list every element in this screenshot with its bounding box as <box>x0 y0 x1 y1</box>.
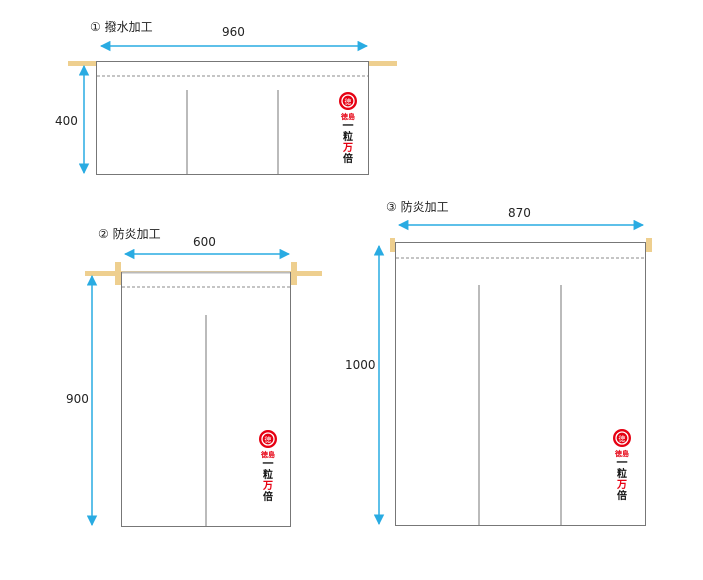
logo-emblem-char: 徳 <box>265 435 272 444</box>
diagram-water-repellent: ① 撥水加工 960 400 徳 徳島 一 粒 万 倍 <box>55 19 397 175</box>
width-label: 600 <box>193 235 216 249</box>
logo-char: 倍 <box>263 490 273 503</box>
logo-char: 一 <box>617 456 628 469</box>
logo-char: 一 <box>343 119 354 132</box>
width-label: 870 <box>508 206 531 220</box>
logo-place: 徳島 <box>614 449 629 458</box>
logo-char: 一 <box>263 457 274 470</box>
height-label: 1000 <box>345 358 376 372</box>
rod-bracket <box>291 262 297 285</box>
diagram-flame-retardant-2: ③ 防炎加工 870 1000 徳 徳島 一 粒 万 倍 <box>345 199 652 526</box>
logo-place: 徳島 <box>340 112 355 121</box>
logo-char: 粒 <box>263 468 273 481</box>
diagram-title: ③ 防炎加工 <box>386 199 449 214</box>
rod-bracket <box>646 238 652 252</box>
diagram-flame-retardant-1: ② 防炎加工 600 900 徳 徳島 一 粒 万 倍 <box>66 226 322 527</box>
logo-char: 倍 <box>617 489 627 502</box>
logo-char: 万 <box>616 479 627 491</box>
shop-logo: 徳 徳島 一 粒 万 倍 <box>339 92 357 165</box>
logo-char: 万 <box>262 480 273 492</box>
curtain-cloth <box>96 61 369 175</box>
rod-bracket <box>390 238 395 252</box>
height-label: 900 <box>66 392 89 406</box>
logo-emblem-char: 徳 <box>345 97 352 106</box>
logo-emblem-char: 徳 <box>619 434 626 443</box>
height-label: 400 <box>55 114 78 128</box>
shop-logo: 徳 徳島 一 粒 万 倍 <box>613 429 631 502</box>
width-label: 960 <box>222 25 245 39</box>
curtain-cloth <box>395 242 646 526</box>
logo-char: 万 <box>342 142 353 154</box>
logo-char: 倍 <box>343 152 353 165</box>
shop-logo: 徳 徳島 一 粒 万 倍 <box>259 430 277 503</box>
diagram-title: ② 防炎加工 <box>98 226 161 241</box>
rod-bracket <box>115 262 121 285</box>
logo-char: 粒 <box>343 130 353 143</box>
logo-place: 徳島 <box>260 450 275 459</box>
diagram-title: ① 撥水加工 <box>90 19 153 34</box>
logo-char: 粒 <box>617 467 627 480</box>
